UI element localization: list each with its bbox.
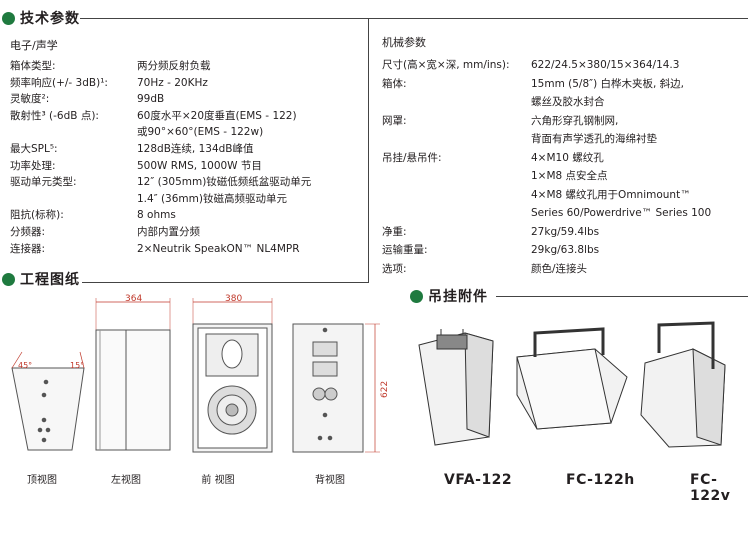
spec-value: 4×M10 螺纹孔 — [531, 151, 604, 164]
spec-value: 15mm (5/8″) 白桦木夹板, 斜边, — [531, 77, 685, 90]
fc-122h-illustration — [516, 327, 628, 430]
spec-label: 选项: — [382, 262, 407, 275]
spec-label: 灵敏度²: — [10, 93, 50, 106]
drawing-section-title: 工程图纸 — [20, 272, 80, 288]
spec-label: 净重: — [382, 225, 407, 238]
accessory-illustrations — [418, 321, 726, 448]
spec-value: 2×Neutrik SpeakON™ NL4MPR — [137, 242, 300, 255]
spec-value: 两分频反射负载 — [137, 60, 211, 72]
spec-label: 尺寸(高×宽×深, mm/ins): — [382, 59, 510, 71]
spec-label: 阻抗(标称): — [10, 209, 64, 222]
engineering-drawings: 45° 15° 364 380 622 — [11, 294, 390, 453]
spec-label: 散射性³ (-6dB 点): — [10, 109, 99, 122]
accessories-header-rule — [496, 296, 748, 297]
dim-depth-label: 364 — [125, 294, 142, 304]
tech-section-title: 技术参数 — [20, 11, 80, 27]
spec-label: 网罩: — [382, 114, 407, 127]
spec-value: 背面有声学透孔的海绵衬垫 — [531, 133, 657, 145]
spec-label: 运输重量: — [382, 244, 428, 256]
spec-label: 箱体类型: — [10, 60, 56, 72]
spec-label: 最大SPL⁵: — [10, 143, 58, 155]
spec-value: 内部内置分频 — [137, 226, 200, 238]
accessories-section-title: 吊挂附件 — [428, 289, 488, 305]
spec-bottom-rule — [82, 282, 369, 283]
bullet-dot-icon — [2, 272, 15, 286]
spec-value: 12″ (305mm)钕磁低频纸盆驱动单元 — [137, 176, 312, 189]
dim-width-label: 380 — [225, 294, 242, 304]
left-view-drawing — [95, 298, 171, 451]
back-view-drawing — [292, 323, 380, 453]
vfa-122-illustration — [418, 329, 494, 446]
spec-value: 70Hz - 20KHz — [137, 76, 208, 89]
spec-value: 8 ohms — [137, 209, 176, 222]
electro-title: 电子/声学 — [10, 39, 58, 52]
bullet-dot-icon — [410, 289, 423, 303]
spec-label: 驱动单元类型: — [10, 176, 77, 189]
tech-header-rule — [80, 18, 748, 19]
spec-value: 4×M8 螺纹孔用于Omnimount™ — [531, 188, 691, 201]
spec-label: 频率响应(+/- 3dB)¹: — [10, 76, 108, 89]
caption-back-view: 背视图 — [315, 475, 345, 486]
spec-value: 27kg/59.4lbs — [531, 225, 600, 238]
spec-value: 60度水平×20度垂直(EMS - 122) — [137, 109, 297, 122]
tech-section-header: 技术参数 — [2, 8, 80, 28]
spec-value: 99dB — [137, 93, 165, 106]
spec-label: 箱体: — [382, 77, 407, 90]
caption-front-view: 前 视图 — [201, 475, 235, 486]
spec-value: 128dB连续, 134dB峰值 — [137, 143, 254, 155]
caption-top-view: 顶视图 — [27, 475, 57, 486]
spec-value: 1×M8 点安全点 — [531, 170, 608, 182]
front-view-drawing — [192, 298, 273, 453]
angle-15-label: 15° — [70, 361, 84, 370]
fc-122v-illustration — [640, 321, 726, 448]
caption-left-view: 左视图 — [111, 475, 141, 486]
spec-value: 螺丝及胶水封合 — [531, 96, 605, 108]
spec-label: 功率处理: — [10, 159, 56, 172]
spec-value: 622/24.5×380/15×364/14.3 — [531, 59, 680, 71]
spec-value: Series 60/Powerdrive™ Series 100 — [531, 207, 712, 219]
column-divider — [368, 18, 369, 283]
spec-value: 六角形穿孔钢制网, — [531, 114, 619, 127]
spec-value: 颜色/连接头 — [531, 262, 588, 275]
mech-title: 机械参数 — [382, 36, 426, 49]
spec-value: 500W RMS, 1000W 节目 — [137, 159, 262, 172]
angle-45-label: 45° — [18, 361, 32, 370]
spec-label: 分频器: — [10, 226, 46, 238]
spec-value: 29kg/63.8lbs — [531, 244, 600, 256]
spec-value: 1.4″ (36mm)钕磁高频驱动单元 — [137, 192, 287, 205]
model-fc-122h: FC-122h — [566, 472, 635, 488]
top-view-drawing — [11, 351, 85, 451]
spec-label: 连接器: — [10, 242, 46, 255]
bullet-dot-icon — [2, 11, 15, 25]
drawing-section-header: 工程图纸 — [2, 269, 80, 289]
accessories-section-header: 吊挂附件 — [410, 286, 488, 306]
spec-value: 或90°×60°(EMS - 122w) — [137, 126, 264, 139]
model-vfa-122: VFA-122 — [444, 472, 513, 488]
dim-height-label: 622 — [380, 381, 390, 398]
spec-label: 吊挂/悬吊件: — [382, 151, 442, 164]
model-fc-122v: FC-122v — [690, 472, 731, 504]
